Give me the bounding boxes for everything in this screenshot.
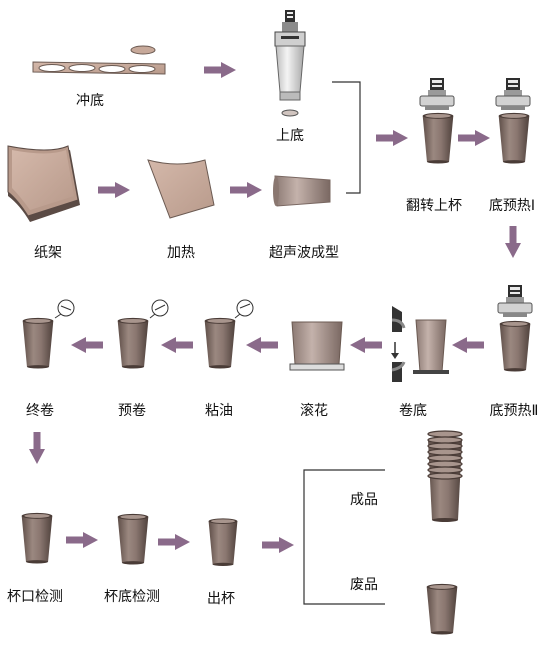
bottom-preheat-1-station xyxy=(495,78,531,164)
label-final-curl: 终卷 xyxy=(26,403,54,419)
bracket-line xyxy=(332,81,361,194)
final-curl-station xyxy=(22,299,75,369)
label-ultrasonic-forming: 超声波成型 xyxy=(269,245,339,261)
arrow-right-icon xyxy=(66,532,98,548)
arrow-down-icon xyxy=(29,432,45,464)
arrow-left-icon xyxy=(246,337,278,353)
label-heating: 加热 xyxy=(167,245,195,261)
label-bottom-preheat-2: 底预热Ⅱ xyxy=(489,403,539,419)
pre-curl-station xyxy=(117,299,169,369)
arrow-left-icon xyxy=(71,337,103,353)
arrow-left-icon xyxy=(350,337,382,353)
arrow-right-icon xyxy=(98,182,130,198)
label-pre-curl: 预卷 xyxy=(118,403,146,419)
flip-cup-station xyxy=(419,78,455,164)
label-finished-product: 成品 xyxy=(350,492,378,508)
waste-cup xyxy=(426,583,458,635)
arrow-left-icon xyxy=(161,337,193,353)
ultrasonic-formed-sleeve xyxy=(273,175,331,207)
label-waste-product: 废品 xyxy=(350,577,378,593)
sorting-bracket xyxy=(303,469,385,605)
label-punch-bottom: 冲底 xyxy=(76,93,104,109)
label-cup-output: 出杯 xyxy=(207,591,235,607)
punch-bottom-strip xyxy=(32,45,166,75)
output-cup xyxy=(208,518,238,566)
knurling-station xyxy=(289,321,345,371)
arrow-right-icon xyxy=(230,182,262,198)
attach-bottom-tool xyxy=(274,10,306,117)
arrow-right-icon xyxy=(158,534,190,550)
label-flip-cup: 翻转上杯 xyxy=(406,198,462,214)
paper-rack-stack xyxy=(7,145,80,222)
label-bottom-curl: 卷底 xyxy=(399,403,427,419)
bottom-curl-station xyxy=(391,306,449,382)
label-rim-inspection: 杯口检测 xyxy=(7,589,63,605)
arrow-right-icon xyxy=(376,130,408,146)
heating-sheet xyxy=(147,159,215,219)
oiling-station xyxy=(204,299,254,369)
arrow-right-icon xyxy=(262,537,294,553)
label-attach-bottom: 上底 xyxy=(276,128,304,144)
finished-cup-stack xyxy=(427,430,463,522)
arrow-right-icon xyxy=(204,62,236,78)
label-bottom-inspection: 杯底检测 xyxy=(104,589,160,605)
bottom-inspection-cup xyxy=(117,513,149,565)
label-bottom-preheat-1: 底预热Ⅰ xyxy=(488,198,536,214)
arrow-right-icon xyxy=(458,130,490,146)
label-paper-rack: 纸架 xyxy=(34,245,62,261)
label-oiling: 粘油 xyxy=(205,403,233,419)
arrow-left-icon xyxy=(452,337,484,353)
rim-inspection-cup xyxy=(21,512,53,564)
bottom-preheat-2-station xyxy=(497,285,533,372)
arrow-down-icon xyxy=(505,226,521,258)
label-knurling: 滚花 xyxy=(300,403,328,419)
